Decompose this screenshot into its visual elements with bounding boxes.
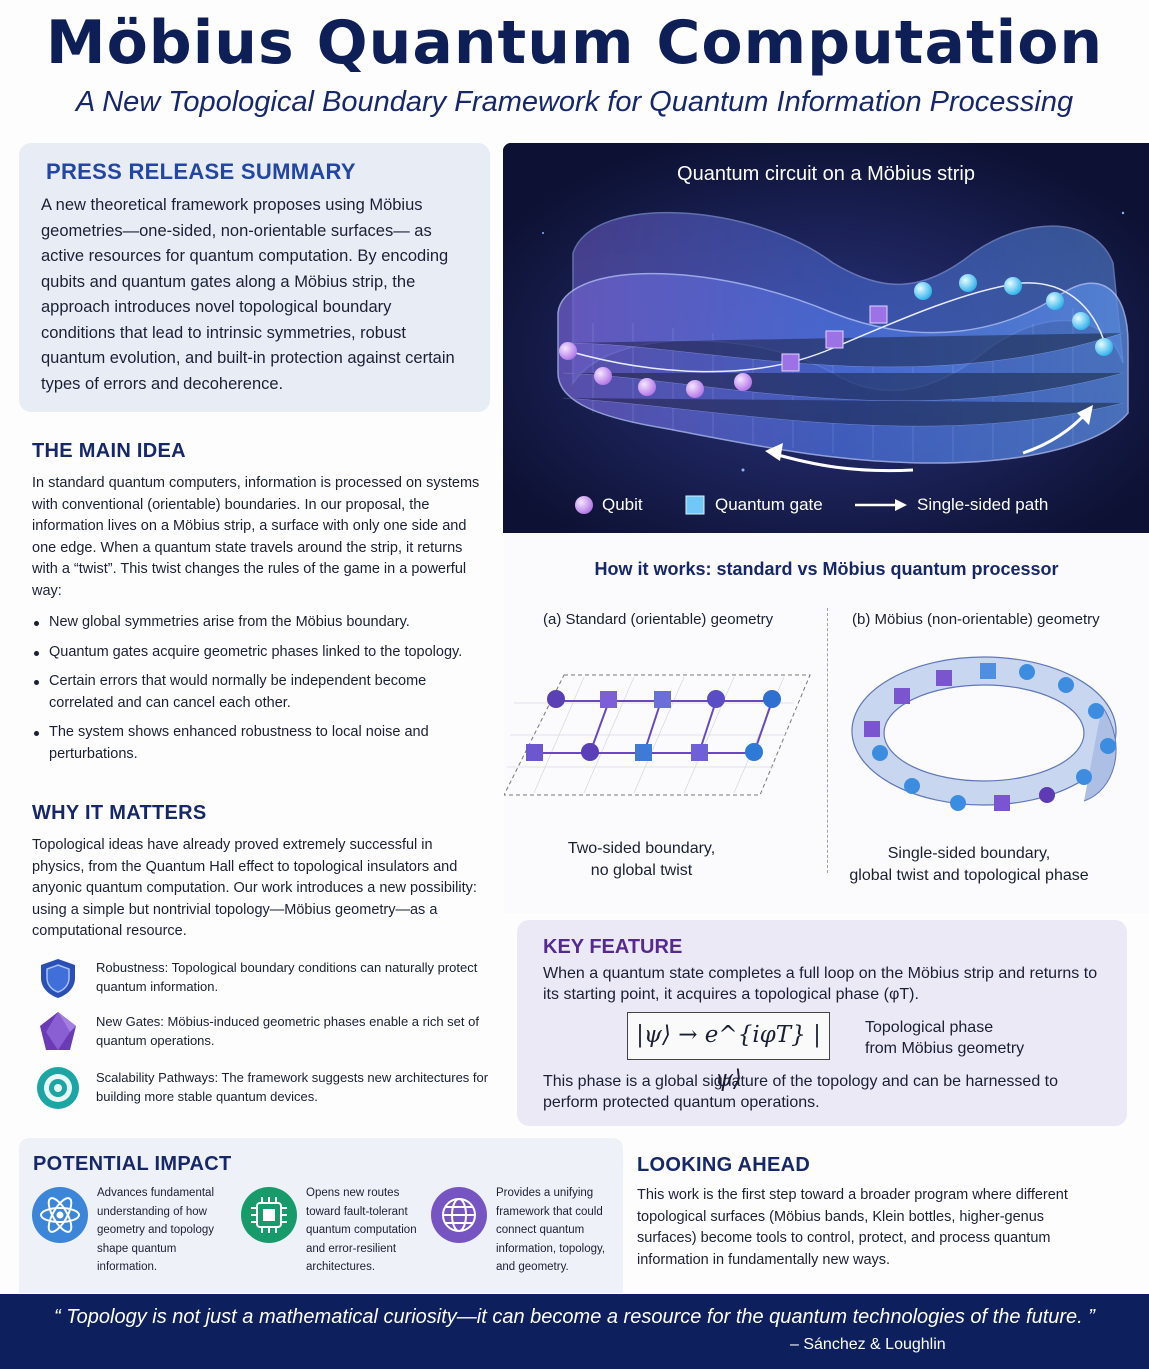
qubit-marker [1095, 338, 1113, 356]
ahead-heading: LOOKING AHEAD [637, 1154, 811, 1176]
qubit-marker [594, 367, 612, 385]
hero-title: Quantum circuit on a Möbius strip [677, 163, 975, 185]
key-bottom-text: This phase is a global signature of the … [543, 1073, 1059, 1111]
key-text: When a quantum state completes a full lo… [543, 965, 1098, 1003]
gate-marker [869, 305, 888, 324]
how-it-works-panel: How it works: standard vs Möbius quantum… [504, 533, 1149, 913]
qubit-marker [734, 373, 752, 391]
gate-marker [825, 330, 844, 349]
why-heading: WHY IT MATTERS [32, 802, 207, 824]
impact-heading: POTENTIAL IMPACT [33, 1153, 232, 1175]
mobius-desc: Single-sided boundary, global twist and … [834, 843, 1104, 887]
qubit-marker [1072, 312, 1090, 330]
quote-text: “ Topology is not just a mathematical cu… [54, 1306, 1095, 1328]
legend-path-label: Single-sided path [917, 495, 1049, 514]
hero-mobius-illustration: Quantum circuit on a Möbius strip Qubit … [503, 143, 1149, 533]
globe-icon [431, 1187, 487, 1243]
formula-note: Topological phase from Möbius geometry [865, 1017, 1024, 1059]
feature-text: Robustness: Topological boundary conditi… [96, 960, 478, 994]
standard-lattice-graphic [504, 674, 811, 796]
standard-desc-line2: no global twist [590, 862, 693, 879]
impact-text: Advances fundamental understanding of ho… [97, 1187, 214, 1273]
ahead-text: This work is the first step toward a bro… [637, 1187, 1068, 1268]
impact-text: Opens new routes toward fault-tolerant q… [306, 1187, 417, 1273]
feature-text: Scalability Pathways: The framework sugg… [96, 1070, 489, 1104]
atom-icon [32, 1187, 88, 1243]
qubit-marker [559, 342, 577, 360]
mobius-desc-line1: Single-sided boundary, [887, 845, 1051, 862]
qubit-marker [686, 380, 704, 398]
standard-desc: Two-sided boundary, no global twist [544, 838, 739, 882]
main-idea-section: THE MAIN IDEA In standard quantum comput… [32, 440, 482, 773]
qubit-marker [914, 282, 932, 300]
legend-qubit-icon [575, 496, 593, 514]
standard-label: (a) Standard (orientable) geometry [543, 611, 774, 628]
qubit-marker [638, 378, 656, 396]
feature-text: New Gates: Möbius-induced geometric phas… [96, 1014, 479, 1048]
gate-marker [781, 353, 800, 372]
bullet-item: Certain errors that would normally be in… [32, 671, 482, 714]
page-title: Möbius Quantum Computation [45, 8, 1104, 78]
press-release-card: PRESS RELEASE SUMMARY A new theoretical … [19, 143, 490, 412]
feature-new-gates: New Gates: Möbius-induced geometric phas… [36, 1010, 486, 1054]
main-idea-heading: THE MAIN IDEA [32, 440, 186, 462]
bullet-item: The system shows enhanced robustness to … [32, 722, 482, 765]
main-idea-text: In standard quantum computers, informati… [32, 475, 480, 599]
bullet-item: Quantum gates acquire geometric phases l… [32, 642, 482, 664]
qubit-marker [1046, 292, 1064, 310]
legend-gate-label: Quantum gate [715, 495, 823, 514]
formula-note-line1: Topological phase [865, 1019, 994, 1036]
gem-icon [40, 1012, 76, 1050]
standard-desc-line1: Two-sided boundary, [567, 840, 716, 857]
legend-qubit-label: Qubit [602, 495, 643, 514]
mobius-ring-graphic [851, 656, 1117, 811]
qubit-marker [1004, 277, 1022, 295]
mobius-strip-graphic [503, 143, 1149, 533]
quote-author: – Sánchez & Loughlin [790, 1336, 946, 1353]
how-title: How it works: standard vs Möbius quantum… [594, 559, 1059, 579]
impact-section: POTENTIAL IMPACT Advances fundamental un… [19, 1138, 623, 1293]
target-icon [37, 1067, 79, 1109]
phase-formula: |ψ⟩ → e^{iφT} |ψ⟩ [627, 1012, 830, 1092]
formula-note-line2: from Möbius geometry [865, 1040, 1025, 1057]
key-feature-card: KEY FEATURE When a quantum state complet… [517, 920, 1127, 1126]
feature-scalability: Scalability Pathways: The framework sugg… [36, 1066, 488, 1110]
shield-icon [41, 959, 75, 998]
panel-divider [827, 608, 828, 873]
press-text: A new theoretical framework proposes usi… [41, 196, 455, 393]
chip-icon [241, 1187, 297, 1243]
why-section: WHY IT MATTERS Topological ideas have al… [32, 802, 482, 943]
key-heading: KEY FEATURE [543, 936, 683, 958]
legend-gate-icon [685, 495, 705, 515]
why-text: Topological ideas have already proved ex… [32, 837, 477, 939]
press-heading: PRESS RELEASE SUMMARY [46, 159, 356, 184]
feature-robustness: Robustness: Topological boundary conditi… [36, 956, 486, 1000]
page-subtitle: A New Topological Boundary Framework for… [75, 86, 1074, 118]
bullet-item: New global symmetries arise from the Möb… [32, 612, 482, 634]
mobius-label: (b) Möbius (non-orientable) geometry [852, 611, 1100, 628]
looking-ahead-section: LOOKING AHEAD This work is the first ste… [637, 1154, 1097, 1271]
main-idea-bullets: New global symmetries arise from the Möb… [32, 612, 482, 765]
mobius-desc-line2: global twist and topological phase [849, 867, 1089, 884]
quote-banner: “ Topology is not just a mathematical cu… [0, 1294, 1149, 1369]
impact-text: Provides a unifying framework that could… [496, 1187, 606, 1273]
qubit-marker [959, 274, 977, 292]
